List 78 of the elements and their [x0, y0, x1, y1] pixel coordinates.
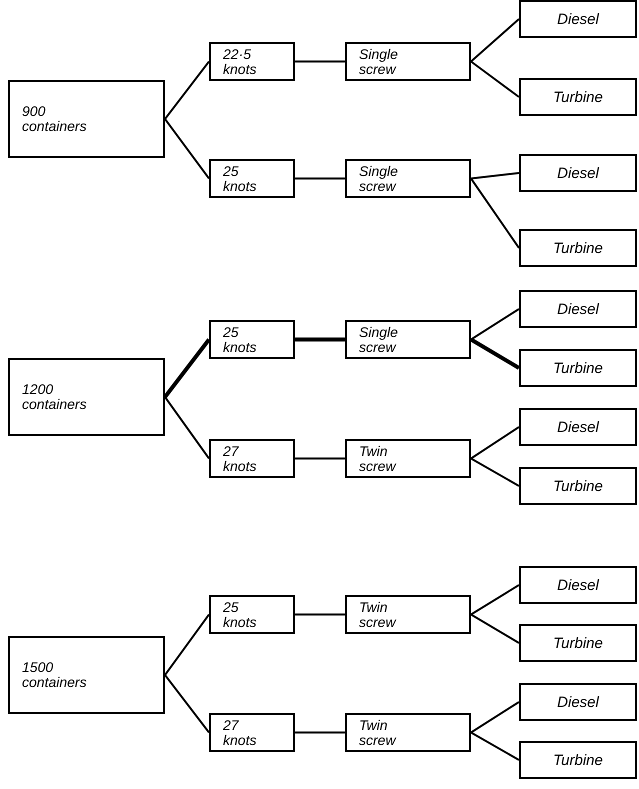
text-box: [519, 566, 637, 604]
text-box: [209, 439, 295, 478]
text-box: [345, 320, 471, 359]
text-box: [209, 595, 295, 634]
box-label: 25 knots: [223, 324, 256, 354]
box-label: 27 knots: [223, 444, 256, 474]
box-label: Diesel: [557, 578, 599, 592]
text-box: [519, 78, 637, 116]
connector-line: [470, 178, 520, 249]
text-box: [519, 0, 637, 38]
box-label: Diesel: [557, 420, 599, 434]
text-box: [519, 349, 637, 387]
connector-line: [470, 701, 520, 734]
box-label: Turbine: [553, 752, 603, 768]
connector-line: [470, 458, 520, 487]
text-box: [519, 290, 637, 328]
box-label: Diesel: [557, 694, 599, 710]
text-box: [519, 229, 637, 267]
connector-line: [470, 732, 520, 761]
connector-line: [470, 60, 520, 98]
connector-line: [470, 18, 520, 62]
text-box: [209, 159, 295, 198]
text-box: [345, 713, 471, 752]
text-box: [8, 358, 165, 436]
box-label: 1200 containers: [22, 382, 87, 412]
connector-line: [295, 458, 345, 460]
text-box: [209, 320, 295, 359]
box-label: Single screw: [359, 46, 398, 76]
connector-line: [295, 60, 345, 62]
text-box: [519, 741, 637, 779]
box-label: 22·5 knots: [223, 46, 256, 76]
text-box: [345, 595, 471, 634]
box-label: 900 containers: [22, 104, 87, 134]
connector-line: [470, 338, 520, 370]
box-label: Single screw: [359, 324, 398, 354]
box-label: Diesel: [557, 166, 599, 180]
text-box: [519, 467, 637, 505]
connector-line: [295, 614, 345, 616]
text-box: [519, 154, 637, 192]
connector-line: [470, 308, 520, 340]
connector-line: [470, 614, 520, 644]
box-label: Single screw: [359, 164, 398, 194]
text-box: [345, 42, 471, 81]
box-label: Turbine: [553, 478, 603, 494]
connector-line: [164, 614, 210, 676]
box-label: 25 knots: [223, 600, 256, 630]
box-label: Turbine: [553, 636, 603, 650]
text-box: [519, 408, 637, 446]
text-box: [8, 80, 165, 158]
connector-line: [164, 118, 210, 180]
text-box: [345, 159, 471, 198]
connector-line: [295, 732, 345, 734]
box-label: 27 knots: [223, 718, 256, 748]
box-label: Twin screw: [359, 600, 396, 630]
text-box: [519, 683, 637, 721]
box-label: Diesel: [557, 12, 599, 26]
box-label: Turbine: [553, 90, 603, 104]
connector-line: [295, 178, 345, 180]
connector-line: [470, 426, 520, 460]
box-label: Diesel: [557, 302, 599, 316]
connector-line: [295, 338, 345, 342]
connector-line: [164, 60, 210, 120]
box-label: Twin screw: [359, 718, 396, 748]
connector-line: [164, 674, 210, 734]
text-box: [209, 713, 295, 752]
box-label: 25 knots: [223, 164, 256, 194]
box-label: Turbine: [553, 240, 603, 256]
connector-line: [163, 338, 211, 398]
connector-line: [164, 396, 210, 460]
text-box: [519, 624, 637, 662]
connector-line: [470, 172, 520, 180]
text-box: [209, 42, 295, 81]
text-box: [345, 439, 471, 478]
box-label: Twin screw: [359, 444, 396, 474]
text-box: [8, 636, 165, 714]
box-label: Turbine: [553, 360, 603, 376]
box-label: 1500 containers: [22, 660, 87, 690]
connector-line: [470, 584, 520, 616]
